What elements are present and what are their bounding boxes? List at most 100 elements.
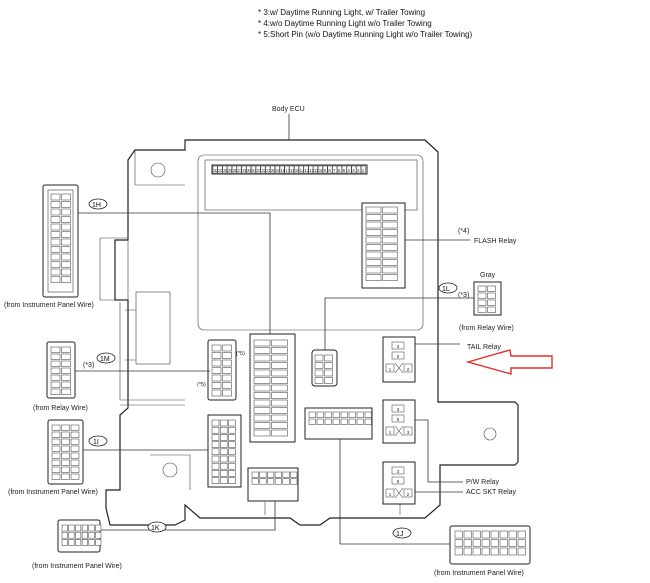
relay-pin-right (403, 426, 413, 436)
ecu-side-connector (361, 202, 406, 289)
block-1i-pin (211, 470, 220, 477)
connector-1k-pin (75, 539, 82, 546)
connector-1h-pin (61, 253, 71, 261)
block-1j-pin (324, 418, 332, 425)
block-1i-pin (228, 462, 236, 470)
center-connector-pin (253, 407, 271, 414)
connector-1i-pin (61, 466, 70, 473)
relay-coil-symbol (394, 487, 404, 499)
block-1k-pin (274, 478, 282, 485)
connector-1k-pin (61, 539, 68, 546)
mounting-hole-right (483, 427, 497, 441)
ecu-pin (265, 165, 271, 174)
svg-text:1L: 1L (442, 286, 450, 293)
connector-1i-source: (from Instrument Panel Wire) (8, 489, 98, 496)
center-connector-pin (271, 399, 288, 407)
ecu-pin (260, 165, 266, 174)
ecu-pin-number: 12 (309, 168, 315, 173)
connector-1h-pin (50, 208, 61, 216)
connector-1j-source: (from Instrument Panel Wire) (434, 570, 524, 577)
relay-pin-left-number: 1 (389, 367, 392, 372)
footnote-5: * 5:Short Pin (w/o Daytime Running Light… (258, 30, 473, 39)
connector-1i-pin (61, 459, 70, 466)
footnote-4: * 4:w/o Daytime Running Light w/o Traile… (258, 19, 432, 28)
ecu-pin (284, 165, 290, 174)
ecu-pin-number: 8 (328, 168, 331, 173)
ecu-pin-number: 4 (347, 168, 350, 173)
connector-1m-pin (50, 367, 61, 374)
block-1j-connector (304, 407, 373, 440)
short-pin-connector-pin (211, 359, 222, 367)
center-connector-pin (253, 429, 271, 437)
tag-1k: 1K (147, 521, 167, 533)
ecu-pin (222, 165, 228, 174)
footnote-3: * 3:w/ Daytime Running Light, w/ Trailer… (258, 8, 425, 17)
mounting-hole-top (150, 162, 166, 178)
center-connector-pin (271, 414, 288, 422)
block-1j-pin (348, 418, 356, 425)
ecu-pin-number: 5 (343, 168, 346, 173)
block-1l-pin (314, 369, 324, 377)
block-1i-pin (228, 426, 236, 434)
block-1j-pin (364, 411, 372, 418)
block-1l-pin (324, 377, 333, 384)
block-1i-pin (219, 448, 228, 456)
connector-1m-pin (50, 388, 61, 395)
center-connector-pin (271, 384, 288, 392)
side-connector-pin (365, 206, 382, 214)
center-connector-pin (271, 362, 288, 369)
ecu-pin (255, 165, 261, 174)
connector-1m-source: (from Relay Wire) (33, 405, 88, 412)
connector-1i-pin (70, 473, 80, 480)
relay-pin-mid-number: 5 (397, 479, 400, 484)
connector-1k-pin (95, 524, 102, 532)
connector-1j-pin (481, 530, 490, 539)
center-connector-pin (271, 429, 288, 437)
center-connector-pin (271, 369, 288, 377)
connector-1k-pin (81, 531, 88, 539)
side-connector-pin (365, 251, 382, 259)
connector-1m-pin (50, 353, 61, 360)
ecu-pin-number: 18 (280, 168, 286, 173)
center-connector-pin (253, 414, 271, 422)
connector-1m-pin (61, 360, 71, 367)
note4-marker: (*4) (458, 228, 469, 235)
ecu-pin (313, 165, 319, 174)
center-connector-pin (271, 422, 288, 429)
relay-pin-left-number: 1 (389, 430, 392, 435)
connector-1j-pin (481, 539, 490, 547)
block-1j-pin (348, 411, 356, 418)
block-1i-pin (211, 441, 220, 448)
connector-1j-pin (499, 547, 508, 556)
connector-1i-pin (61, 452, 70, 459)
ecu-pin-number: 3 (352, 168, 355, 173)
relay-coil-symbol (394, 362, 404, 374)
connector-1h-pin (61, 261, 71, 268)
connector-1i-pin (51, 438, 61, 445)
connector-1h-source: (from Instrument Panel Wire) (4, 302, 94, 309)
connector-1h-pin (61, 201, 71, 208)
ecu-pin-number: 24 (252, 168, 258, 173)
relay-pin-mid (391, 414, 405, 423)
note3-marker-1l: (*3) (458, 292, 469, 299)
side-connector-pin (365, 259, 382, 266)
block-1l-pin (314, 354, 324, 362)
svg-text:1H: 1H (92, 202, 101, 209)
relay-pin-mid-number: 5 (397, 417, 400, 422)
body-ecu-label: Body ECU (272, 106, 305, 113)
connector-1j-pin (454, 530, 463, 539)
side-connector-pin (382, 274, 398, 281)
connector-1h-pin (61, 238, 71, 246)
block-1i-pin (219, 477, 228, 484)
connector-1m-pin (50, 381, 61, 388)
relay-pin-left (385, 363, 395, 373)
center-connector-pin (271, 354, 288, 362)
center-connector-pin (253, 399, 271, 407)
short-pin-connector-pin (222, 389, 232, 397)
block-1i-pin (228, 441, 236, 448)
gray-connector-pin (477, 306, 487, 313)
relay-pin-top (391, 341, 405, 350)
connector-1j-pin (508, 530, 517, 539)
